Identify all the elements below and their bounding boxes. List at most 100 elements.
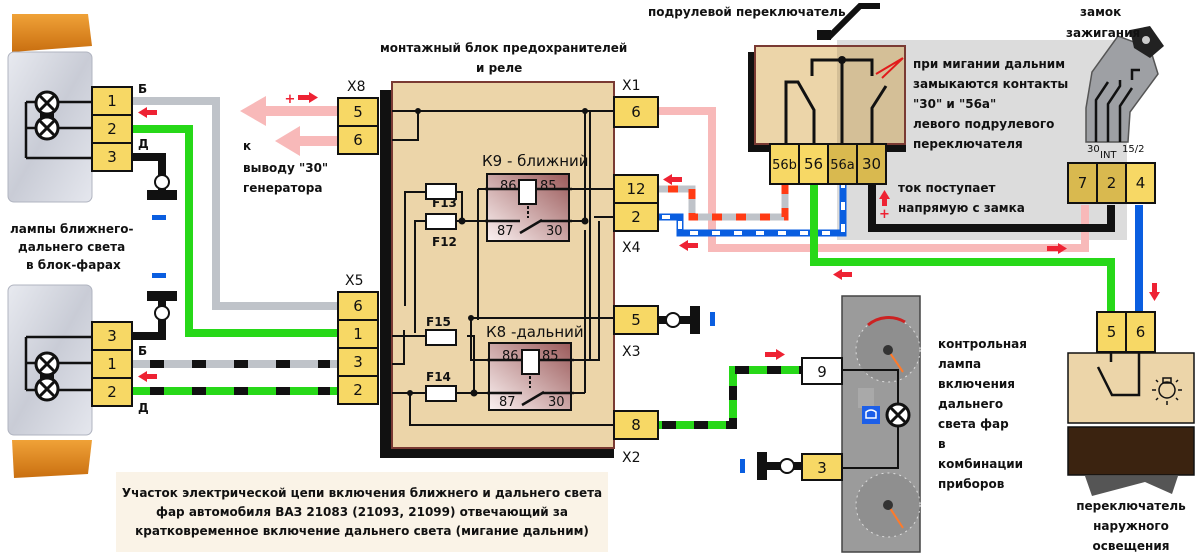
ground-terminal-icon <box>154 305 170 321</box>
connector-pin <box>337 125 379 155</box>
relay-pin-30: 30 <box>548 395 565 410</box>
connector-pin <box>613 96 659 128</box>
connector-name: X2 <box>622 450 641 466</box>
connector-pin <box>1096 162 1127 204</box>
svg-text:в: в <box>938 437 946 451</box>
ignition-terminal-30: 30 <box>1087 144 1100 155</box>
pin-number: 56a <box>830 158 855 173</box>
ground-terminal-icon <box>779 458 795 474</box>
minus-sign-icon <box>152 273 166 278</box>
pin-number: 2 <box>353 381 363 399</box>
connector-pin <box>613 305 659 335</box>
svg-text:контрольная: контрольная <box>938 337 1027 351</box>
fuse-f14-icon <box>425 385 457 402</box>
svg-text:приборов: приборов <box>938 477 1005 491</box>
svg-text:наружного: наружного <box>1093 519 1169 533</box>
relay-coil-icon <box>518 179 537 205</box>
high-beam-symbol-icon <box>862 406 880 424</box>
pin-number: 8 <box>631 416 641 434</box>
pin-number: 2 <box>631 208 641 226</box>
fuse-label-f13: F13 <box>432 196 457 210</box>
connector-name: X3 <box>622 344 641 360</box>
relay-contact-icon <box>521 390 545 407</box>
pointer-line <box>875 57 904 79</box>
pin-number: 6 <box>1136 323 1146 341</box>
indicator-label: контрольная лампа включения дальнего све… <box>938 337 1027 491</box>
svg-text:переключатель: переключатель <box>1076 499 1186 513</box>
wire-label-b: Б <box>138 82 147 96</box>
relay-pin-87: 87 <box>497 224 514 239</box>
flash-note-line2: замыкаются контакты <box>913 77 1068 91</box>
wire-black-30 <box>868 185 1115 232</box>
current-arrow-icon <box>138 371 157 382</box>
pin-number: 3 <box>107 148 117 166</box>
svg-text:света фар: света фар <box>938 417 1009 431</box>
relay-k8 <box>487 342 574 411</box>
ground-icon <box>147 291 177 301</box>
connector-pin <box>1125 162 1156 204</box>
relay-pin-86: 86 <box>500 179 517 194</box>
connector-x2: 8X2 <box>613 410 659 466</box>
exterior-light-switch[interactable] <box>1067 352 1195 496</box>
svg-text:включения: включения <box>938 377 1015 391</box>
caption-line: Участок электрической цепи включения бли… <box>121 485 603 500</box>
fuse-f13-icon <box>425 183 457 200</box>
ignition-label: замок <box>1080 5 1121 19</box>
pin-number: 5 <box>1107 323 1117 341</box>
connector-pin <box>1125 311 1156 353</box>
headlamps-label: лампы ближнего- <box>10 222 133 236</box>
pin-number: 6 <box>631 103 641 121</box>
minus-sign-icon <box>710 312 715 326</box>
connector-pin <box>613 174 659 204</box>
generator-label-line2: выводу "30" <box>243 161 328 175</box>
lamp-icon <box>34 376 60 402</box>
pin-number: 3 <box>817 459 827 477</box>
generator-label-line3: генератора <box>243 181 322 195</box>
connector-x1: 6X1 <box>613 78 659 128</box>
fuse-label-f14: F14 <box>426 370 451 384</box>
flash-note-line4: левого подрулевого <box>913 117 1054 131</box>
generator-arrows <box>240 96 340 156</box>
current-arrow-icon <box>879 190 890 206</box>
ground-terminal-icon <box>665 312 681 328</box>
pin-number: 7 <box>1078 174 1088 192</box>
pin-number: 3 <box>353 353 363 371</box>
instrument-cluster <box>802 295 921 553</box>
flash-note-line3: "30" и "56a" <box>913 97 996 111</box>
pin-number: 12 <box>626 180 645 198</box>
connector-pin <box>613 410 659 440</box>
current-arrow-icon <box>833 269 852 280</box>
svg-text:дальнего: дальнего <box>938 397 1003 411</box>
caption-line: кратковременное включение дальнего света… <box>135 523 589 538</box>
relay-pin-85: 85 <box>542 349 559 364</box>
connector-pin <box>337 319 379 349</box>
wire-label-d: Д <box>138 137 149 151</box>
minus-sign-icon <box>740 459 745 473</box>
connector-name: X4 <box>622 240 641 256</box>
connector-pin <box>91 377 133 407</box>
ignition-lock[interactable] <box>1085 26 1164 143</box>
wire-stripe <box>668 185 789 221</box>
relay-pin-85: 85 <box>540 179 557 194</box>
current-note-line2: напрямую с замка <box>898 201 1025 215</box>
pin-number: 2 <box>107 120 117 138</box>
stalk-switch[interactable] <box>748 3 906 152</box>
pin-number: 5 <box>631 311 641 329</box>
pin-number: 6 <box>353 131 363 149</box>
current-arrow-icon <box>1149 283 1160 301</box>
wire-stripe <box>662 366 802 429</box>
turn-signal-lens-bottom <box>12 440 92 478</box>
current-arrow-icon <box>679 240 698 251</box>
ignition-terminal-int: INT <box>1100 150 1117 161</box>
connector-headlamp-bottom: 312 <box>91 321 133 407</box>
relay-pin-87: 87 <box>499 395 516 410</box>
pin-number: 30 <box>862 155 881 173</box>
ground-icon <box>757 452 767 480</box>
wire-green-56 <box>810 185 1115 315</box>
pin-number: 4 <box>1136 174 1146 192</box>
generator-label: к <box>243 139 251 153</box>
current-arrow-icon <box>663 174 682 185</box>
relay-contact-icon <box>519 218 543 235</box>
